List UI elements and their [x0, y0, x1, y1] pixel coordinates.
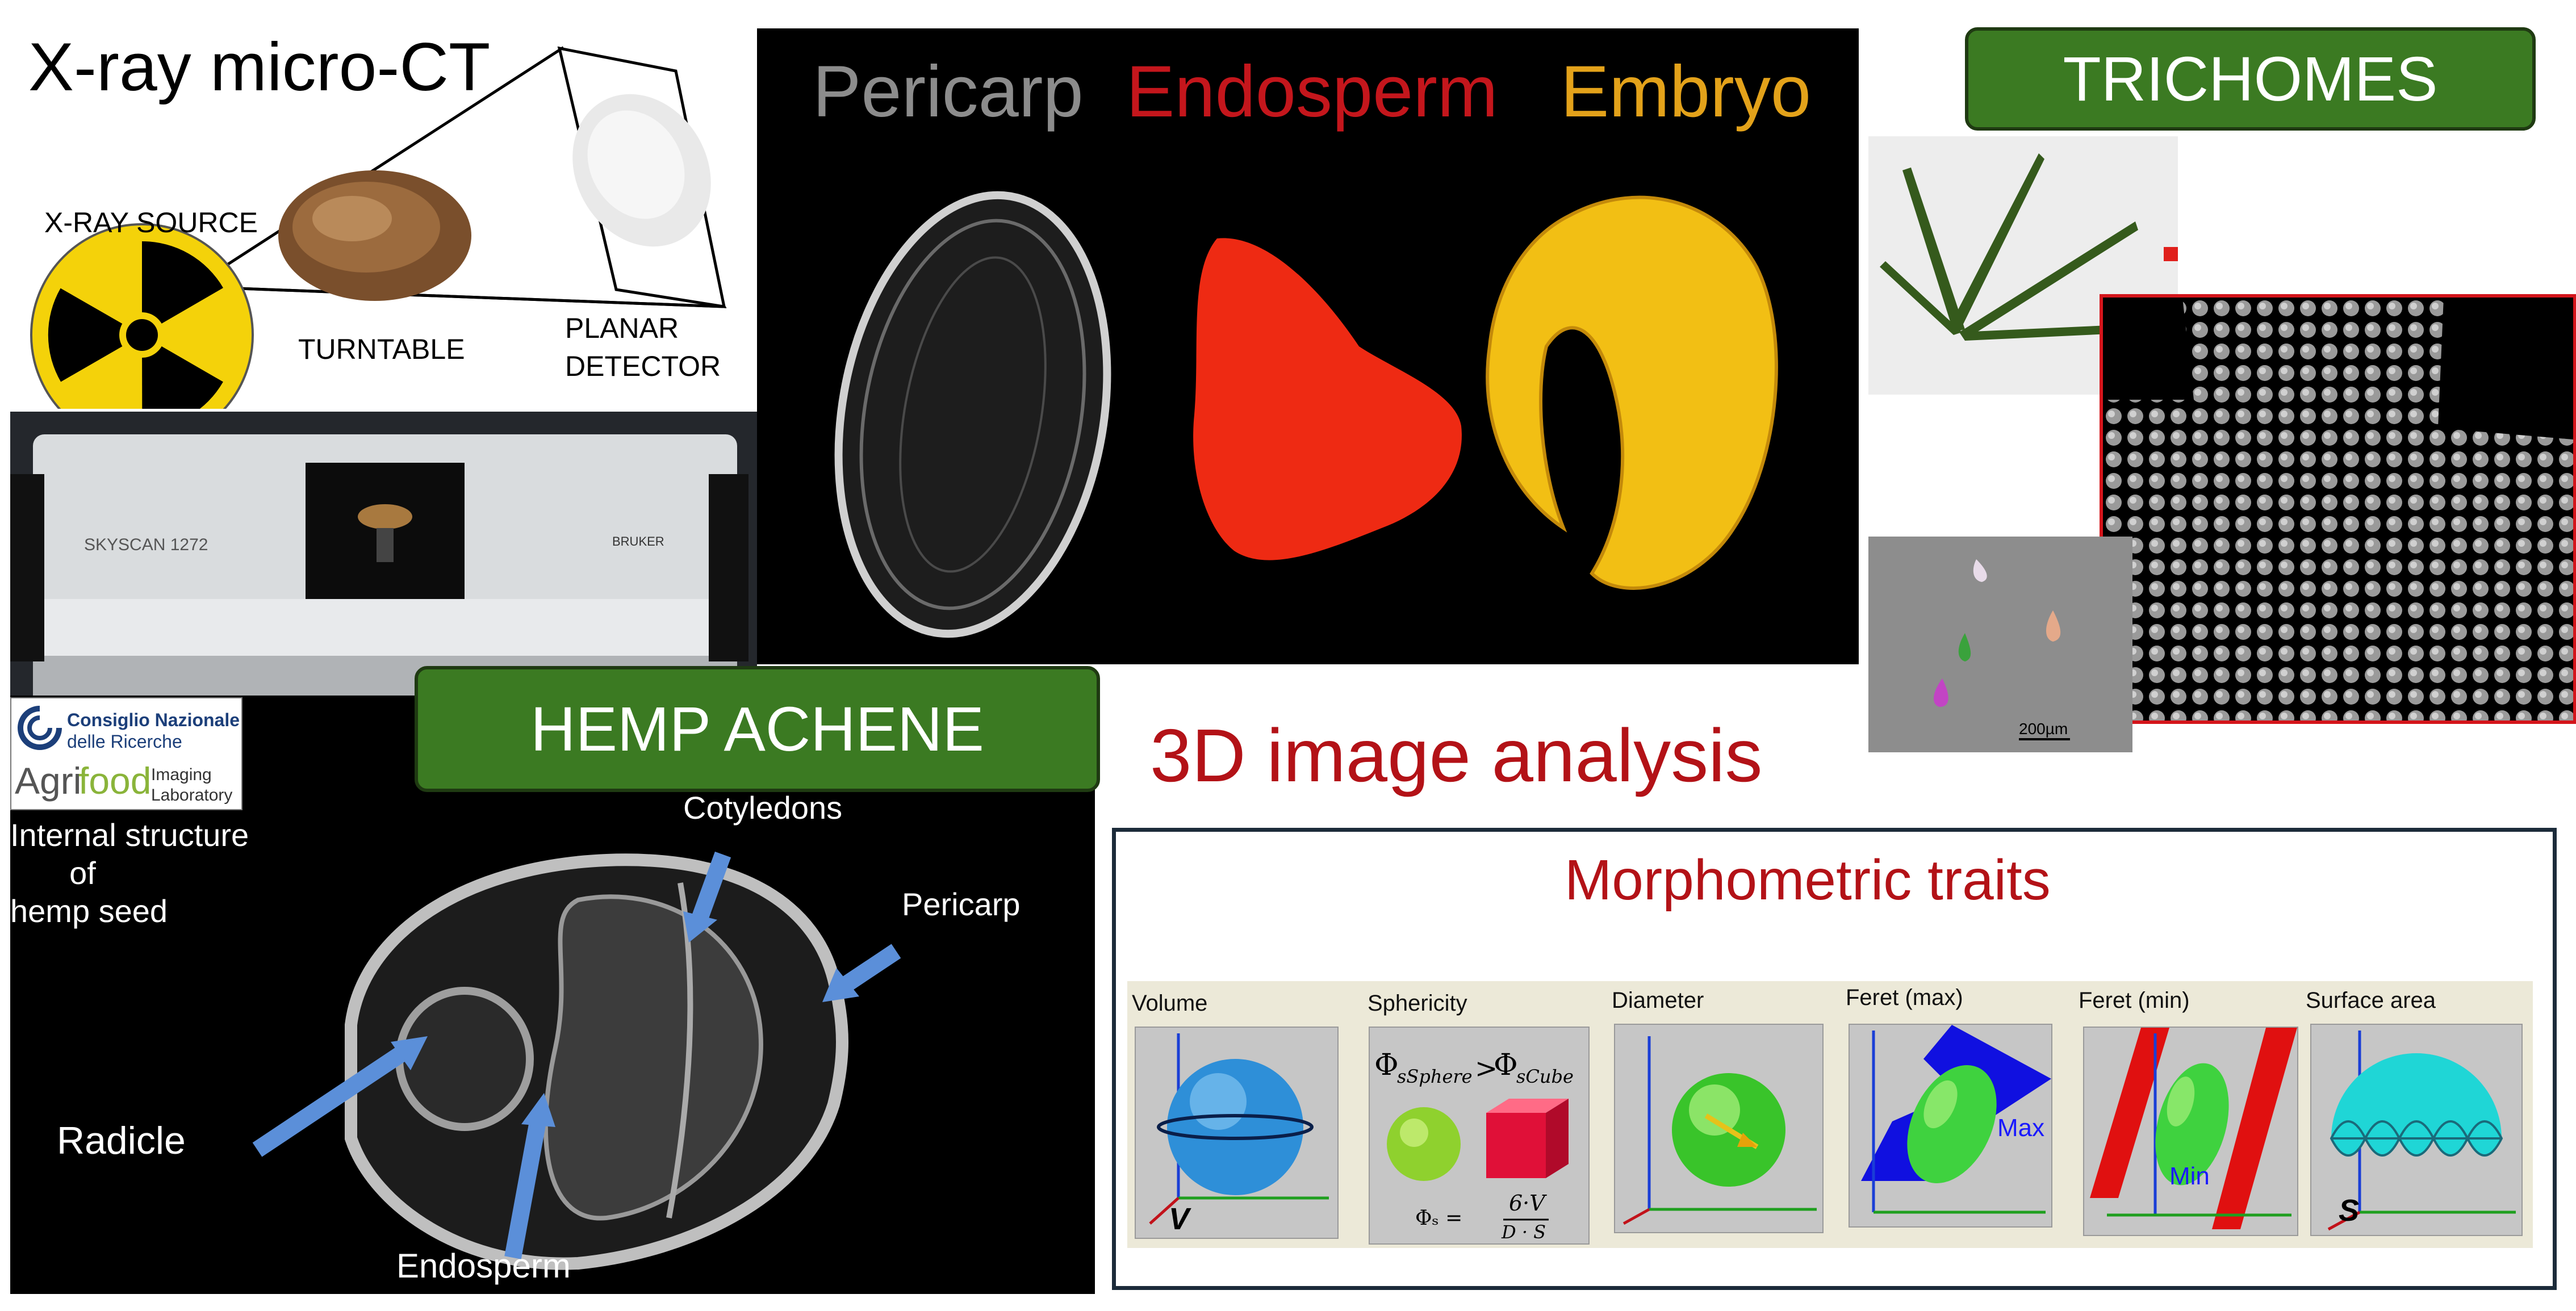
- label-endosperm: Endosperm: [1126, 51, 1498, 132]
- trichomes-title: TRICHOMES: [2063, 44, 2438, 114]
- arrow-endosperm: [504, 1117, 547, 1259]
- volume-symbol: V: [1169, 1202, 1190, 1236]
- trait-feret-min-label: Feret (min): [2079, 988, 2190, 1013]
- feret-min-tag: Min: [2169, 1162, 2210, 1190]
- cnr-line1: Consiglio Nazionale: [67, 710, 240, 730]
- diameter-sphere: [1622, 1036, 1817, 1225]
- label-cotyledons: Cotyledons: [683, 790, 843, 826]
- segmentation-panel: Pericarp Endosperm Embryo: [757, 28, 1859, 664]
- detector-label-2: DETECTOR: [565, 350, 721, 382]
- label-radicle: Radicle: [57, 1119, 186, 1162]
- lab-line1: Imaging: [151, 765, 212, 784]
- sphericity-sub-2: sCube: [1516, 1066, 1574, 1087]
- cnr-logo: Consiglio Nazionale delle Ricerche Agri …: [10, 697, 242, 810]
- surface-area-illustration: [2327, 1031, 2516, 1231]
- achene-caption-1: Internal structure: [10, 817, 249, 853]
- surface-area-symbol: S: [2339, 1193, 2360, 1228]
- traits-strip: [1127, 981, 2533, 1248]
- achene-title: HEMP ACHENE: [530, 694, 984, 764]
- sphericity-eq: Φₛ =: [1415, 1207, 1463, 1230]
- achene-caption-2: of: [69, 855, 96, 891]
- trichome-surface: [2103, 298, 2573, 721]
- achene-arrows: [252, 851, 901, 1259]
- sphericity-phi-2: Φ: [1494, 1048, 1518, 1082]
- trait-surface-area-image: S: [2310, 1024, 2523, 1236]
- trichomes-title-box: TRICHOMES: [1965, 27, 2536, 131]
- volume-sphere: [1149, 1033, 1329, 1225]
- sphericity-illustration: [1387, 1099, 1569, 1221]
- scanner-illustration: [10, 412, 757, 696]
- sphericity-sub-1: sSphere: [1397, 1066, 1473, 1087]
- feret-max-tag: Max: [1997, 1114, 2045, 1142]
- sphericity-gt: >: [1475, 1053, 1498, 1084]
- sphericity-phi-1: Φ: [1374, 1048, 1399, 1082]
- scanner-maker-text: BRUKER: [612, 534, 664, 548]
- arrow-cotyledons: [692, 851, 731, 920]
- cannabis-leaf-photo: [1868, 136, 2178, 395]
- detector-label-1: PLANAR: [565, 312, 679, 344]
- embryo-render: [1486, 195, 1778, 590]
- achene-caption-3: hemp seed: [10, 893, 168, 929]
- scanner-photo: SKYSCAN 1272 BRUKER: [10, 412, 757, 696]
- trichome-closeup: [1933, 559, 2070, 740]
- trait-diameter-image: [1614, 1024, 1824, 1233]
- agrifood-agri: Agri: [15, 760, 82, 802]
- pericarp-render: [834, 191, 1111, 638]
- sphericity-num: 6·V: [1509, 1191, 1545, 1216]
- label-embryo: Embryo: [1561, 51, 1811, 132]
- turntable-label: TURNTABLE: [298, 333, 465, 365]
- xray-title: X-ray micro-CT: [28, 29, 491, 105]
- morpho-title: Morphometric traits: [1565, 848, 2051, 912]
- trait-sphericity-image: Φ sSphere > Φ sCube Φₛ = 6·V D · S: [1369, 1027, 1590, 1245]
- xray-source-label: X-RAY SOURCE: [44, 207, 258, 238]
- cnr-line2: delle Ricerche: [67, 731, 182, 752]
- analysis-title: 3D image analysis: [1150, 714, 1763, 797]
- endosperm-render: [1193, 238, 1462, 560]
- trait-volume-image: V: [1135, 1027, 1339, 1239]
- scanner-brand-text: SKYSCAN 1272: [84, 535, 208, 554]
- trait-volume-label: Volume: [1132, 991, 1208, 1016]
- lab-line2: Laboratory: [151, 786, 233, 805]
- trichome-sem-photo: 200µm: [1868, 537, 2132, 752]
- achene-section-image: [345, 853, 848, 1270]
- trait-feret-max-image: Max: [1849, 1024, 2052, 1228]
- label-endosperm-achene: Endosperm: [396, 1247, 571, 1285]
- achene-panel: Cotyledons Pericarp Radicle Endosperm In…: [10, 696, 1095, 1294]
- feret-max-illustration: [1861, 1025, 2051, 1214]
- trait-sphericity-label: Sphericity: [1368, 991, 1467, 1016]
- trait-diameter-label: Diameter: [1612, 988, 1704, 1013]
- label-pericarp-achene: Pericarp: [902, 886, 1021, 922]
- cnr-logo-mark: [18, 706, 62, 750]
- xray-beam-diagram: [30, 46, 727, 409]
- agrifood-food: food: [78, 760, 152, 802]
- trait-feret-min-image: Min: [2083, 1027, 2298, 1236]
- trichome-render-large: [2100, 294, 2576, 724]
- trait-feret-max-label: Feret (max): [1846, 985, 1963, 1010]
- arrow-radicle: [252, 1046, 407, 1157]
- sphericity-den: D · S: [1502, 1221, 1546, 1243]
- feret-min-illustration: [2090, 1028, 2297, 1229]
- arrow-pericarp: [840, 944, 901, 992]
- achene-title-box: HEMP ACHENE: [415, 666, 1100, 792]
- leaf-illustration: [1880, 153, 2178, 341]
- label-pericarp: Pericarp: [813, 51, 1084, 132]
- segmented-seed-renders: [834, 191, 1778, 638]
- trichome-scale-label: 200µm: [2019, 720, 2068, 738]
- trait-surface-area-label: Surface area: [2306, 988, 2436, 1013]
